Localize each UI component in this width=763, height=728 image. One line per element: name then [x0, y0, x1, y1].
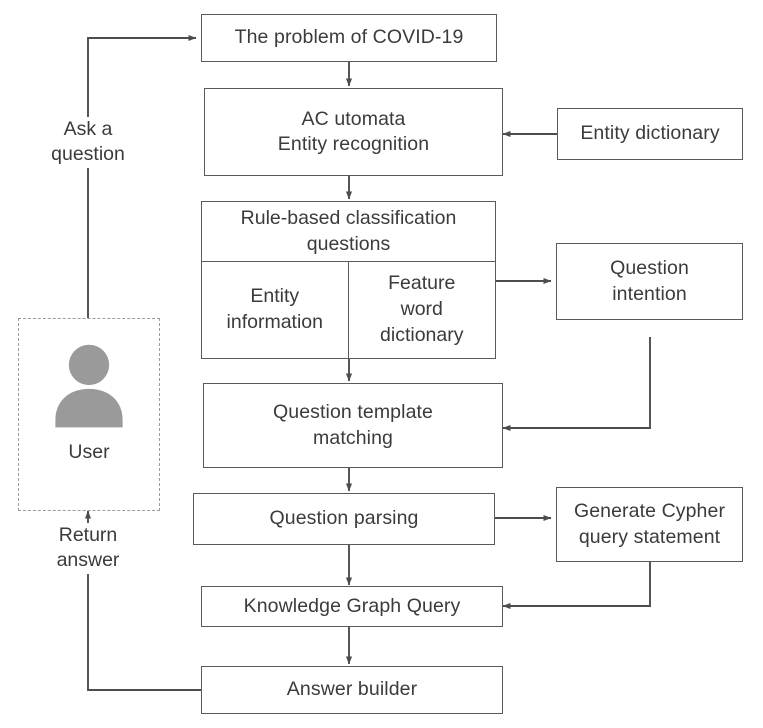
- edge-label-return-answer: Return answer: [22, 523, 154, 574]
- edge-label-ask-a-question: Ask a question: [22, 117, 154, 168]
- node-ac-automata-entity-recognition[interactable]: AC utomata Entity recognition: [204, 88, 503, 176]
- cell-feature-word-line3: dictionary: [380, 323, 464, 346]
- node-answer-builder-label: Answer builder: [286, 678, 418, 701]
- rule-based-header-line2: questions: [306, 232, 391, 255]
- edge-user-to-problem: [87, 34, 197, 318]
- node-problem-of-covid19[interactable]: The problem of COVID-19: [201, 14, 497, 62]
- rule-based-header-line1: Rule-based classification: [240, 206, 457, 229]
- edge-intention-to-template: [502, 337, 651, 432]
- node-question-intention-line2: intention: [612, 282, 687, 305]
- node-rule-based-classification[interactable]: Rule-based classification questions Enti…: [201, 201, 496, 359]
- node-user[interactable]: User: [18, 318, 160, 511]
- user-label: User: [68, 441, 110, 463]
- node-knowledge-graph-query[interactable]: Knowledge Graph Query: [201, 586, 503, 627]
- node-question-intention-line1: Question: [610, 257, 689, 280]
- node-entity-dictionary-label: Entity dictionary: [580, 122, 720, 145]
- edge-cypher-to-kg: [502, 562, 651, 610]
- node-template-matching-line2: matching: [313, 426, 393, 449]
- node-template-matching-line1: Question template: [273, 401, 433, 424]
- node-problem-label: The problem of COVID-19: [234, 26, 464, 49]
- node-ac-label-line1: AC utomata: [301, 107, 406, 130]
- node-generate-cypher-line1: Generate Cypher: [573, 500, 726, 523]
- node-generate-cypher-query[interactable]: Generate Cypher query statement: [556, 487, 743, 562]
- cell-feature-word-dictionary[interactable]: Feature word dictionary: [349, 262, 496, 358]
- node-kg-query-label: Knowledge Graph Query: [243, 594, 461, 617]
- node-ac-label-line2: Entity recognition: [277, 133, 430, 155]
- rule-based-body: Entity information Feature word dictiona…: [202, 262, 495, 358]
- node-question-template-matching[interactable]: Question template matching: [203, 383, 503, 468]
- cell-entity-information[interactable]: Entity information: [202, 262, 349, 358]
- cell-entity-information-line2: information: [226, 311, 323, 333]
- node-question-parsing[interactable]: Question parsing: [193, 493, 495, 545]
- node-entity-dictionary[interactable]: Entity dictionary: [557, 108, 743, 160]
- node-question-intention[interactable]: Question intention: [556, 243, 743, 320]
- cell-feature-word-line1: Feature: [388, 272, 456, 295]
- node-answer-builder[interactable]: Answer builder: [201, 666, 503, 714]
- rule-based-header: Rule-based classification questions: [202, 202, 495, 262]
- cell-feature-word-line2: word: [400, 298, 443, 321]
- cell-entity-information-line1: Entity: [250, 285, 300, 308]
- user-avatar-icon: [55, 344, 123, 428]
- node-generate-cypher-line2: query statement: [578, 525, 721, 548]
- node-question-parsing-label: Question parsing: [269, 507, 419, 530]
